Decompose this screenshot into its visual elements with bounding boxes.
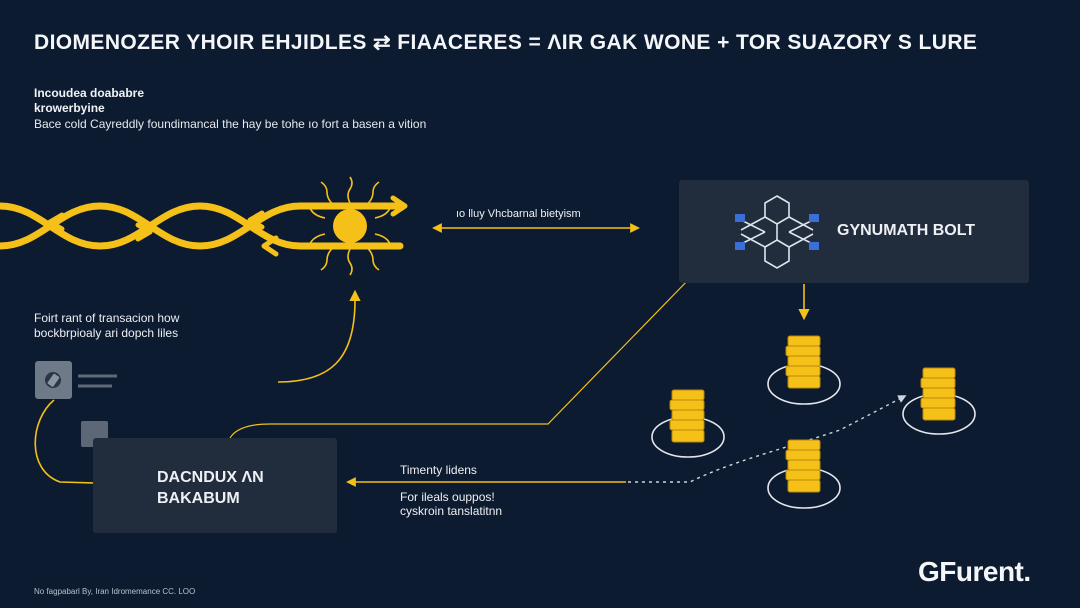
sun-node-icon — [301, 176, 399, 276]
left-note-line: bockbrpioaly ari dopch liles — [34, 326, 179, 340]
left-to-sun-connector — [277, 289, 361, 383]
top-arrow-label: ıo lluy Vhcbarnal bietyism — [456, 208, 581, 220]
bottom-note-line: cyskroin tanslatitnn — [400, 504, 503, 518]
bottom-arrow-label: Timenty lidens — [400, 463, 477, 477]
intro-body: Bace cold Cayreddly foundimancal the hay… — [34, 117, 427, 131]
bakabum-box-label-line: BAKABUM — [157, 490, 240, 507]
network-node-icon — [735, 195, 819, 269]
box-to-box-connector — [229, 275, 693, 439]
intro-heading-line: Incoudea doababre — [34, 86, 145, 100]
wallet-connector — [34, 399, 133, 490]
dotted-link — [628, 395, 907, 483]
bottom-note: For ileals ouppos! cyskroin tanslatitnn — [400, 490, 502, 518]
coin-stack-icon — [651, 389, 725, 458]
brand-logo: GFurent. — [918, 556, 1031, 587]
network-node-box[interactable]: GYNUMATH BOLT — [679, 180, 1029, 283]
wallet-icon — [35, 361, 117, 447]
left-note: Foirt rant of transacion how bockbrpioal… — [34, 311, 179, 341]
intro-heading-line: krowerbyine — [34, 101, 105, 115]
bottom-note-line: For ileals ouppos! — [400, 490, 495, 504]
coin-stack-icon — [902, 367, 976, 435]
footer-credit: No fagpabarl By, Iran Idromemance CC. LO… — [34, 587, 196, 596]
bakabum-box-label: DACNDUX ΛN BAKABUM — [157, 467, 264, 509]
network-node-label: GYNUMATH BOLT — [837, 222, 976, 239]
chain-icon — [0, 195, 408, 257]
left-note-line: Foirt rant of transacion how — [34, 311, 180, 325]
page-title: DIOMENOZER YHOIR EHJIDLES ⇄ FIAACERES = … — [34, 31, 978, 54]
coin-stack-icon — [767, 439, 841, 509]
coin-stack-icon — [767, 335, 841, 405]
bakabum-box[interactable]: DACNDUX ΛN BAKABUM — [93, 438, 337, 533]
intro-heading: Incoudea doababre krowerbyine — [34, 86, 234, 116]
bakabum-box-label-line: DACNDUX ΛN — [157, 469, 264, 486]
